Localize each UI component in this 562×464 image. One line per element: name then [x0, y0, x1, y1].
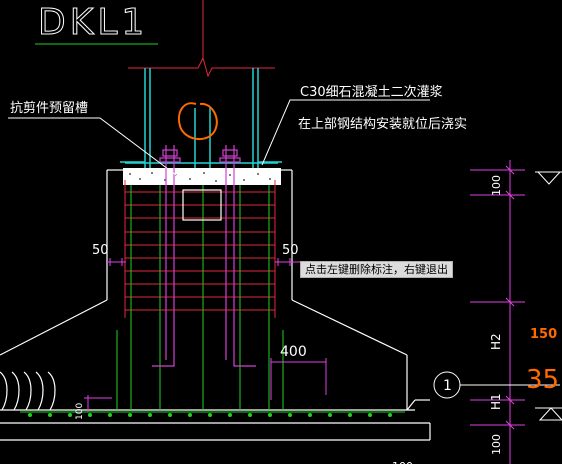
steel-column: [120, 68, 282, 168]
dim-bottom-left-lines: [84, 395, 112, 412]
grout-speckle: [129, 172, 271, 182]
note-35: 35: [526, 365, 559, 395]
note-150: 150: [530, 327, 557, 342]
soil-hatch: [0, 371, 56, 411]
dim-100-bottom-partial: 100: [392, 460, 413, 464]
dim-100-bottom: 100: [490, 434, 503, 455]
dim-right-chain: [470, 160, 525, 464]
dim-400: 400: [280, 344, 307, 360]
dim-100-top: 100: [490, 175, 503, 196]
dim-left-50: 50: [92, 243, 109, 258]
dim-100-bottom-left: 100: [75, 403, 85, 420]
drawing-title: DKL1: [38, 2, 148, 43]
dim-right-50: 50: [282, 243, 299, 258]
bottom-rebar-dots: [28, 413, 392, 417]
dim-h1: H1: [489, 393, 503, 410]
main-rebar: [20, 185, 405, 413]
grout-layer: [123, 168, 281, 185]
grid-marker-label: 1: [443, 378, 452, 394]
label-anchor-slot: 抗剪件预留槽: [10, 100, 88, 116]
stirrups: [124, 180, 276, 318]
pedestal-outline: [0, 169, 431, 441]
label-grout-line2: 在上部钢结构安装就位后浇实: [298, 117, 467, 132]
anchor-bolts: [152, 145, 256, 367]
markup-circle-annotation: [178, 102, 218, 141]
command-tooltip: 点击左键删除标注，右键退出: [300, 261, 453, 278]
label-grout-line1: C30细石混凝土二次灌浆: [300, 84, 443, 100]
elevation-marker-top: [535, 171, 562, 185]
elevation-marker-bottom: [535, 407, 562, 421]
dim-400-lines: [270, 358, 327, 400]
dim-left-50-lines: [107, 258, 126, 266]
leader-lines: [8, 99, 430, 179]
break-line-symbol: [128, 56, 275, 78]
dim-right-50-lines: [275, 258, 300, 266]
dim-h2: H2: [489, 333, 503, 350]
